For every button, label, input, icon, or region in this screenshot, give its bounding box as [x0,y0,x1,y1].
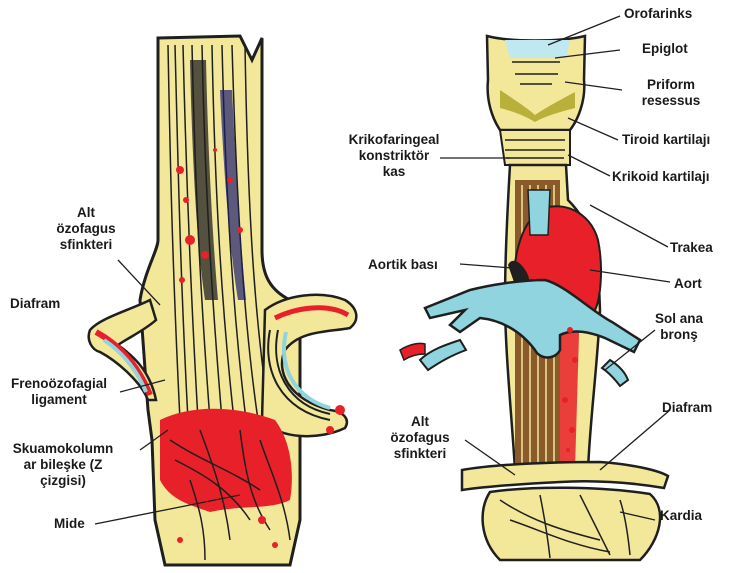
label-aorta: Aort [674,276,702,291]
label-cardia: Kardia [660,508,703,523]
right-bronchus-left-branch [418,338,468,372]
leader-lines [94,15,671,525]
label-epiglottis: Epiglot [642,41,688,56]
label-left-main-bronchus: Sol ana bronş [654,311,703,342]
label-right-lower-esophageal-sphincter: Alt özofagus sfinkteri [390,414,450,461]
right-trachea [527,189,551,236]
right-descending-aorta [560,300,580,470]
left-stomach-mucosa [160,408,292,512]
label-left-lower-esophageal-sphincter: Alt özofagus sfinkteri [56,205,116,252]
label-z-line: Skuamokolumn ar bileşke (Z çizgisi) [12,441,114,488]
label-aortic-impression: Aortik bası [368,257,438,272]
left-esophagus-section [87,34,358,567]
label-piriform-recess: Priform resessus [641,77,701,108]
right-cardia-folds [499,494,631,559]
label-oropharynx: Orofarinks [624,6,693,21]
label-cricoid-cartilage: Krikoid kartilajı [612,169,710,184]
left-vessel-dark [220,90,246,300]
label-left-diaphragm: Diafram [10,296,61,311]
left-red-speckles [176,148,243,283]
right-bronchi [423,278,642,359]
label-cricopharyngeal-muscle: Krikofaringeal konstriktör kas [348,132,440,179]
right-orofarynx-cavity [505,40,570,58]
left-mucosa-dark [190,60,218,300]
label-trachea: Trakea [670,240,713,255]
right-esophagus-section [399,34,670,562]
right-priform-recess [500,90,575,122]
left-stomach-speckles [177,405,345,548]
right-cardia [481,486,662,562]
label-stomach: Mide [54,516,85,531]
label-thyroid-cartilage: Tiroid kartilajı [622,132,711,147]
right-red-speckles [562,327,578,452]
label-right-diaphragm: Diafram [662,400,713,415]
right-thyroid-cartilage [498,129,571,166]
right-diaphragm [460,460,670,492]
right-bronchus-right-branch [600,358,630,388]
label-phrenoesophageal-ligament: Frenoözofagial ligament [10,376,107,407]
left-diaphragm-left-muscle [94,329,153,397]
